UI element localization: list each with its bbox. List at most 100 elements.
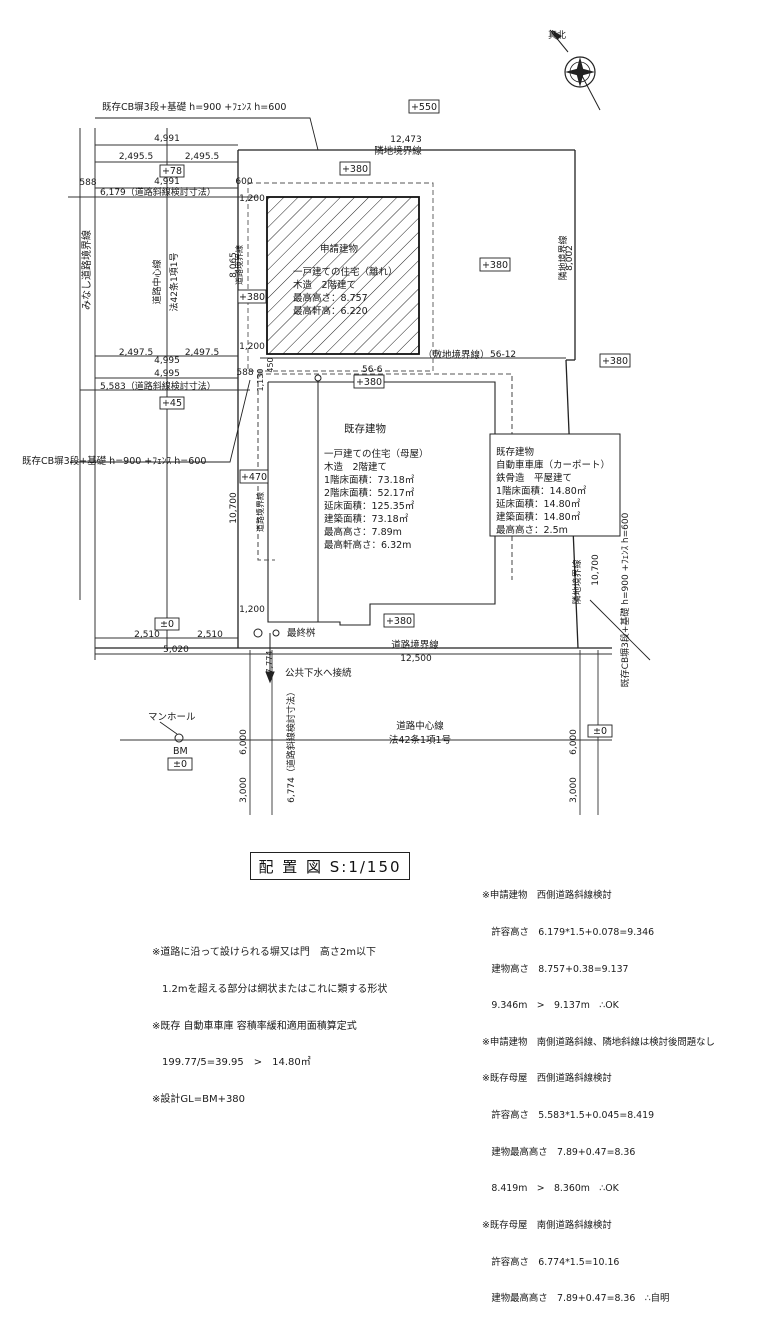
level-45: +45: [162, 398, 182, 409]
site-labels: 既存CB塀3段+基礎 h=900 +ﾌｪﾝｽ h=600 既存CB塀3段+基礎 …: [22, 101, 490, 757]
north-arrow-icon: [549, 29, 601, 111]
dimension-lines: [68, 144, 612, 815]
new-building-footprint: [266, 196, 420, 355]
manhole-icon: [174, 733, 184, 743]
label-bm: BM: [173, 746, 188, 757]
dim-6000-b: 6,000: [569, 729, 579, 755]
dim-2495-a: 2,495.5: [119, 152, 153, 162]
dim-3000-a: 3,000: [239, 777, 249, 803]
dim-56-6: 56-6: [362, 365, 383, 375]
carport-line-1: 自動車車庫（カーポート）: [496, 459, 610, 471]
dim-6179: 6,179（道路斜線検討寸法）: [100, 186, 216, 198]
note-right-4: 9.346m > 9.137m ∴OK: [482, 1000, 619, 1012]
dim-8065: 8,065: [229, 252, 239, 278]
dim-2510-a: 2,510: [134, 630, 160, 640]
level-380-center: +380: [356, 377, 382, 388]
label-fence-right: 既存CB塀3段+基礎 h=900 +ﾌｪﾝｽ h=600: [619, 512, 631, 687]
new-building-line-2: 木造 2階建て: [293, 279, 356, 291]
carport-title: 既存建物: [496, 446, 535, 458]
dim-6000-a: 6,000: [239, 729, 249, 755]
new-building-info: 申請建物 一戸建ての住宅（離れ） 木造 2階建て 最高高さ：8.757 最高軒高…: [293, 243, 398, 317]
existing-house-line-8: 最高軒高さ：6.32m: [324, 539, 411, 551]
new-building-line-1: 一戸建ての住宅（離れ）: [293, 266, 398, 278]
existing-house-line-1: 一戸建ての住宅（母屋）: [324, 448, 429, 460]
compass-label: 真北: [548, 29, 566, 41]
dim-588-b: 588: [236, 368, 253, 378]
site-boundary: [95, 149, 612, 649]
new-building-eaves-line: [247, 182, 434, 372]
note-right-10: ※既存母屋 南側道路斜線検討: [482, 1219, 612, 1231]
label-manhole: マンホール: [148, 712, 196, 723]
existing-house-line-5: 延床面積：125.35㎡: [324, 500, 415, 512]
existing-house-line-6: 建築面積：73.18㎡: [324, 513, 409, 525]
dim-10700-r: 10,700: [591, 554, 601, 586]
label-road-center-v2: 法42条1項1号: [168, 253, 180, 312]
dim-12473: 12,473: [390, 135, 422, 145]
carport-info: 既存建物 自動車車庫（カーポート） 鉄骨造 平屋建て 1階床面積：14.80㎡ …: [496, 446, 610, 536]
existing-house-outline: [257, 373, 513, 626]
dim-6774: 6,774（道路斜線検討寸法）: [285, 687, 297, 803]
dim-588-a: 588: [79, 178, 96, 188]
level-380-left: +380: [239, 292, 265, 303]
label-fence-left: 既存CB塀3段+基礎 h=900 +ﾌｪﾝｽ h=600: [22, 455, 206, 467]
label-sewer: 公共下水へ接続: [285, 667, 352, 679]
dim-5583: 5,583（道路斜線検討寸法）: [100, 380, 216, 392]
notes-right: ※申請建物 西側道路斜線検討 許容高さ 6.179*1.5+0.078=9.34…: [482, 866, 715, 1318]
dim-5020: 5,020: [163, 645, 189, 655]
label-road-center-h2: 法42条1項1号: [389, 734, 451, 746]
note-left-4: 199.77/5=39.95 > 14.80㎡: [152, 1057, 311, 1069]
carport-line-3: 1階床面積：14.80㎡: [496, 485, 587, 497]
site-plan-drawing: 真北: [22, 29, 651, 815]
left-road-lines: [79, 128, 168, 660]
carport-line-4: 延床面積：14.80㎡: [496, 498, 581, 510]
note-right-11: 許容高さ 6.774*1.5=10.16: [482, 1256, 620, 1268]
dim-7774: 7,774: [265, 651, 274, 674]
label-rinchi-right-top: 隣地境界線: [557, 235, 569, 280]
dim-450: 450: [266, 357, 275, 372]
level-zero-left: ±0: [160, 619, 174, 630]
notes-left: ※道路に沿って設けられる塀又は門 高さ2m以下 1.2mを超える部分は網状または…: [152, 923, 387, 1118]
note-right-2: 許容高さ 6.179*1.5+0.078=9.346: [482, 927, 655, 939]
dim-600: 600: [235, 177, 252, 187]
existing-house-info: 既存建物 一戸建ての住宅（母屋） 木造 2階建て 1階床面積：73.18㎡ 2階…: [324, 422, 429, 551]
label-shikichi: （敷地境界線）: [423, 349, 490, 361]
label-road-center-v1: 道路中心線: [151, 259, 163, 304]
note-right-1: ※申請建物 西側道路斜線検討: [482, 890, 612, 902]
dim-4991-b: 4,991: [154, 177, 180, 187]
existing-house-title: 既存建物: [344, 422, 386, 435]
new-building-line-3: 最高高さ：8.757: [293, 292, 368, 304]
note-right-5: ※申請建物 南側道路斜線、隣地斜線は検討後問題なし: [482, 1036, 715, 1048]
new-building-line-4: 最高軒高：6.220: [293, 305, 368, 317]
carport-info-box: [489, 433, 621, 537]
note-left-3: ※既存 自動車車庫 容積率緩和適用面積算定式: [152, 1020, 357, 1032]
dim-1130: 1,130: [256, 369, 265, 392]
sewer-pipe: [253, 374, 322, 684]
drawing-title: 配 置 図 S:1/150: [250, 852, 410, 880]
note-right-7: 許容高さ 5.583*1.5+0.045=8.419: [482, 1110, 655, 1122]
label-fence-top: 既存CB塀3段+基礎 h=900 +ﾌｪﾝｽ h=600: [102, 101, 286, 113]
dimension-labels: 4,991 2,495.5 2,495.5 4,991 588 6,179（道路…: [79, 134, 516, 664]
note-left-2: 1.2mを超える部分は網状またはこれに類する形状: [152, 984, 388, 996]
dim-1200-a: 1,200: [239, 194, 265, 204]
level-zero-bm: ±0: [173, 759, 187, 770]
dim-4991-a: 4,991: [154, 134, 180, 144]
label-last-masu: 最終桝: [287, 627, 316, 639]
dim-2497-b: 2,497.5: [185, 348, 219, 358]
note-left-1: ※道路に沿って設けられる塀又は門 高さ2m以下: [152, 947, 376, 959]
new-building-title: 申請建物: [320, 243, 359, 255]
existing-house-line-7: 最高高さ：7.89m: [324, 526, 402, 538]
label-road-border-left: 道路境界線: [234, 245, 244, 285]
level-380-right: +380: [602, 356, 628, 367]
existing-house-line-2: 木造 2階建て: [324, 461, 387, 473]
carport-line-2: 鉄骨造 平屋建て: [496, 472, 572, 484]
level-380-mid: +380: [482, 260, 508, 271]
label-road-center-h1: 道路中心線: [396, 720, 444, 732]
dim-12500: 12,500: [400, 654, 432, 664]
dim-8002: 8,002: [565, 245, 575, 271]
existing-house-line-4: 2階床面積：52.17㎡: [324, 487, 415, 499]
label-rinchi-top: 隣地境界線: [374, 145, 422, 157]
dim-1200-b: 1,200: [239, 342, 265, 352]
level-78: +78: [162, 166, 182, 177]
dim-4995-a: 4,995: [154, 356, 180, 366]
dim-2497-a: 2,497.5: [119, 348, 153, 358]
